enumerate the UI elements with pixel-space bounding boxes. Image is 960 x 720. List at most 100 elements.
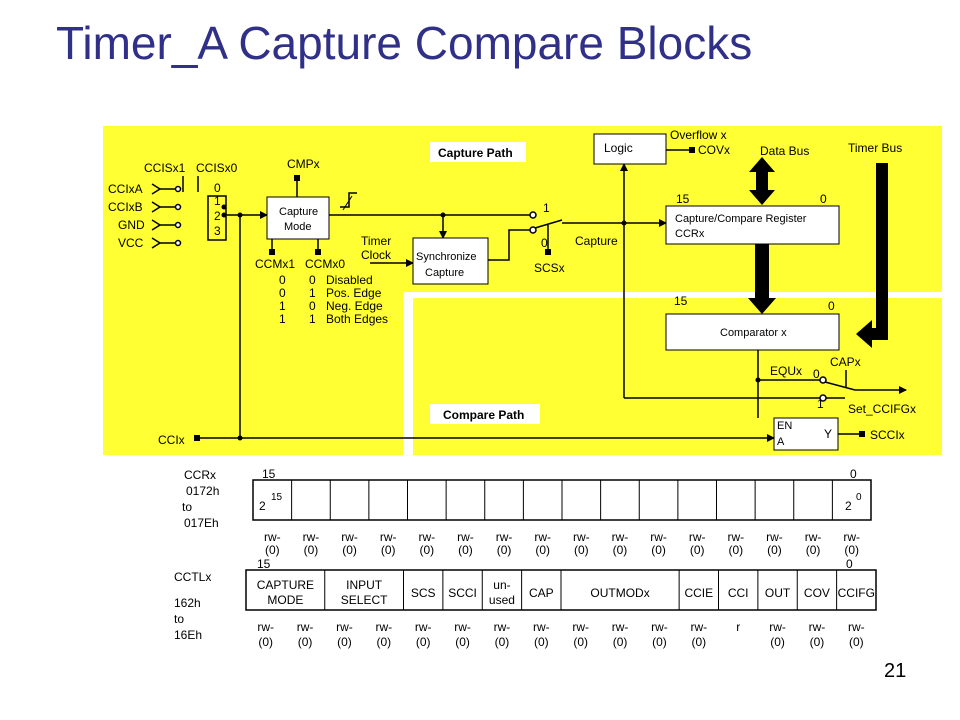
ccrx-reset-value: (0): [651, 543, 666, 557]
cctlx-access-label: rw-: [454, 620, 471, 634]
equx-label: EQUx: [770, 364, 802, 378]
ccmx0-label: CCMx0: [305, 257, 345, 271]
input-names: CCIxA CCIxB GND VCC: [108, 182, 145, 250]
ccrx-access-label: rw-: [496, 530, 513, 544]
cctlx-access-label: rw-: [848, 620, 865, 634]
ccrx-access-label: rw-: [341, 530, 358, 544]
ccr-block-line1: Capture/Compare Register: [675, 213, 807, 225]
ccmx1-terminal: [269, 249, 275, 255]
capture-mode-box: [266, 196, 330, 240]
ccrx-inner-left-exp: 2: [259, 499, 266, 513]
mode-row-3-a: 1: [279, 312, 286, 326]
cctlx-access-label: rw-: [612, 620, 629, 634]
ccrx-access-label: rw-: [843, 530, 860, 544]
cctlx-field-label-2: MODE: [267, 593, 303, 607]
cctlx-access-label: rw-: [690, 620, 707, 634]
ccrx-reset-value: (0): [458, 543, 473, 557]
ccrx-access-label: rw-: [303, 530, 320, 544]
edge-symbol-arrow: [342, 195, 353, 211]
capture-junction: [440, 212, 446, 218]
cclsx1-label: CCISx1: [144, 161, 186, 175]
ccrx-bit15-top: 15: [262, 467, 276, 481]
cctlx-to: to: [174, 612, 184, 626]
ccrx-reset-value: (0): [535, 543, 550, 557]
cap-switch-zero: 0: [813, 367, 820, 381]
ccmx1-label: CCMx1: [255, 257, 295, 271]
cctlx-reset-value: (0): [534, 635, 549, 649]
compare-path-label: Compare Path: [443, 408, 524, 422]
ccrx-reset-value: (0): [767, 543, 782, 557]
cctlx-reset-value: (0): [691, 635, 706, 649]
en-latch-box: [773, 417, 839, 451]
cctlx-access-label: rw-: [769, 620, 786, 634]
cctlx-access-label: rw-: [494, 620, 511, 634]
ccrx-inner-right-exp: 2: [845, 499, 852, 513]
ccrx-access-label: rw-: [418, 530, 435, 544]
mode-row-2-a: 1: [279, 299, 286, 313]
ccr-block-line2: CCRx: [675, 228, 705, 240]
timer-clock-line2: Clock: [361, 248, 392, 262]
data-bus-label: Data Bus: [760, 144, 809, 158]
mux-num-2: 2: [214, 209, 221, 223]
cctlx-field-label: un-: [493, 578, 510, 592]
scsx-terminal: [545, 249, 551, 255]
cctlx-field-label: OUT: [765, 586, 791, 600]
ccrx-reset-value: (0): [806, 543, 821, 557]
cctlx-field-label: SCCI: [448, 586, 477, 600]
ccrx-access-label: rw-: [457, 530, 474, 544]
cctlx-field-label: CCI: [728, 586, 749, 600]
cctlx-addr: 162h: [174, 596, 201, 610]
ccr-bit-lo: 0: [820, 192, 827, 206]
cap-switch-pin-0: [819, 376, 827, 384]
timer-bus-arrow: [856, 163, 888, 348]
cctlx-access-label: rw-: [651, 620, 668, 634]
mux-dot-1: [221, 204, 227, 210]
ccrx-bit-dividers: [291, 480, 833, 520]
capture-path-label: Capture Path: [438, 146, 513, 160]
cctlx-access-label: rw-: [533, 620, 550, 634]
ccrx-access-label: rw-: [573, 530, 590, 544]
mode-row-1-a: 0: [279, 286, 286, 300]
cctlx-access-label: r: [736, 620, 740, 634]
logic-box: [593, 133, 667, 165]
cap-switch-one: 1: [817, 397, 824, 411]
ccrx-reset-value: (0): [613, 543, 628, 557]
ccrx-reset-value: (0): [690, 543, 705, 557]
cctlx-field-label: INPUT: [346, 578, 383, 592]
cctlx-access-label: rw-: [572, 620, 589, 634]
timer-clock-line1: Timer: [361, 234, 391, 248]
ccrx-access-label: rw-: [612, 530, 629, 544]
cctlx-reset-value: (0): [455, 635, 470, 649]
scs-switch-blade: [534, 219, 563, 229]
input-gnd: GND: [118, 218, 145, 232]
cclx-terminal: [194, 435, 200, 441]
cctlx-access-row: rw-(0)rw-(0)rw-(0)rw-(0)rw-(0)rw-(0)rw-(…: [257, 620, 864, 649]
ccr-to-comparator-arrow: [748, 244, 776, 314]
mode-row-1-label: Pos. Edge: [326, 286, 382, 300]
logic-label: Logic: [604, 141, 633, 155]
ccmx0-terminal: [315, 249, 321, 255]
ccrx-access-row: rw-(0)rw-(0)rw-(0)rw-(0)rw-(0)rw-(0)rw-(…: [264, 530, 860, 557]
cctlx-reset-value: (0): [258, 635, 273, 649]
ccrx-name: CCRx: [184, 468, 216, 482]
ccrx-reset-value: (0): [342, 543, 357, 557]
mode-row-2-b: 0: [309, 299, 316, 313]
cctlx-field-label: CAP: [529, 586, 554, 600]
ccrx-access-label: rw-: [380, 530, 397, 544]
mux-num-3: 3: [214, 224, 221, 238]
comparator-box: [665, 313, 840, 351]
cctlx-reset-value: (0): [573, 635, 588, 649]
ccrx-access-label: rw-: [727, 530, 744, 544]
cctlx-access-label: rw-: [809, 620, 826, 634]
covx-label: COVx: [698, 143, 730, 157]
cclsx0-label: CCISx0: [196, 161, 238, 175]
ccrx-addr: 0172h: [186, 484, 219, 498]
mode-row-0-a: 0: [279, 273, 286, 287]
en-latch-en: EN: [777, 420, 792, 432]
mux-num-1: 1: [214, 194, 221, 208]
scs-switch-one: 1: [543, 201, 550, 215]
ccrx-reset-value: (0): [381, 543, 396, 557]
cctlx-field-label: CCIFG: [838, 586, 875, 600]
ccrx-access-label: rw-: [264, 530, 281, 544]
equx-junction: [755, 377, 761, 383]
